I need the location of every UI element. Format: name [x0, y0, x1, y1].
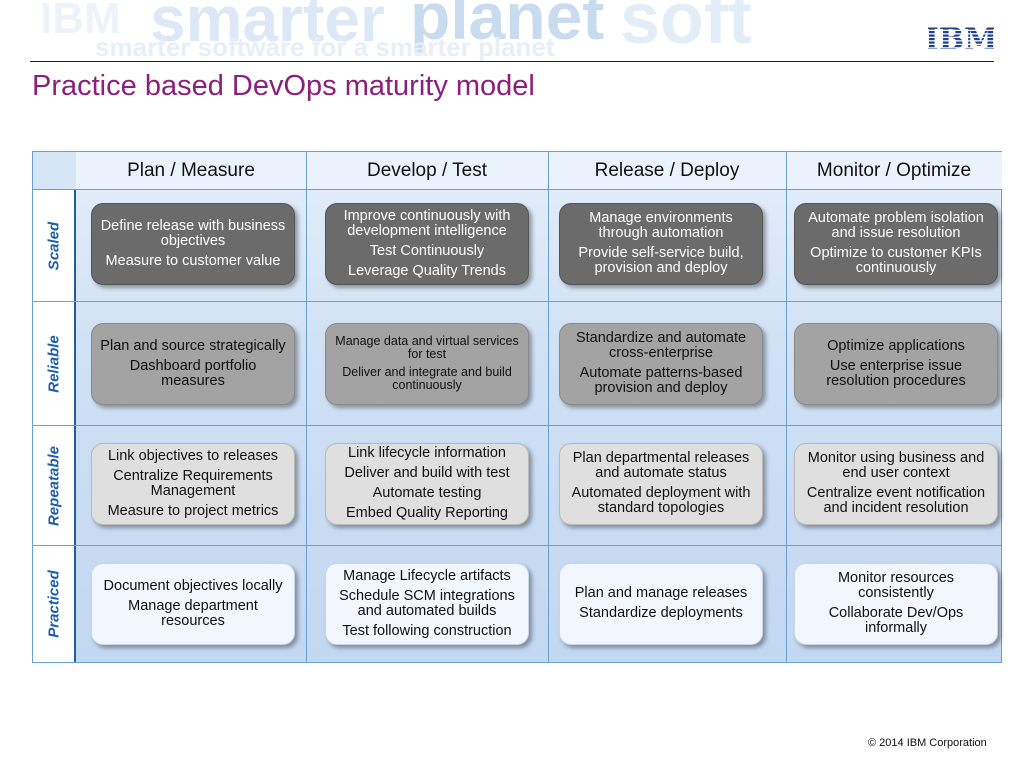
practice-item: Optimize to customer KPIs continuously	[810, 245, 982, 276]
row-label-repeatable: Repeatable	[33, 426, 76, 545]
practice-item: Collaborate Dev/Ops informally	[828, 605, 964, 636]
ibm-logo: IBM	[928, 24, 994, 52]
practice-item: Automate patterns-based provision and de…	[579, 365, 743, 396]
row-label-reliable: Reliable	[33, 302, 76, 425]
ibm-logo-text: IBM	[928, 24, 994, 52]
practice-item: Standardize and automate cross-enterpris…	[575, 330, 747, 361]
header-rule	[30, 61, 994, 62]
watermark-text: planet	[410, 0, 605, 53]
practice-box-reliable-release: Standardize and automate cross-enterpris…	[559, 323, 763, 405]
practice-item: Monitor resources consistently	[837, 570, 955, 601]
practice-item: Manage environments through automation	[589, 210, 733, 241]
practice-box-repeatable-release: Plan departmental releases and automate …	[559, 443, 763, 525]
practice-box-repeatable-develop: Link lifecycle information Deliver and b…	[325, 443, 529, 525]
practice-item: Automated deployment with standard topol…	[571, 485, 751, 516]
practice-item: Optimize applications	[827, 337, 965, 354]
practice-box-reliable-monitor: Optimize applications Use enterprise iss…	[794, 323, 998, 405]
row-label-scaled: Scaled	[33, 190, 76, 301]
practice-box-practiced-release: Plan and manage releases Standardize dep…	[559, 563, 763, 645]
practice-box-practiced-develop: Manage Lifecycle artifacts Schedule SCM …	[325, 563, 529, 645]
watermark-text: soft	[620, 0, 752, 59]
row-label-text: Repeatable	[45, 445, 62, 526]
practice-item: Centralize event notification and incide…	[806, 485, 986, 516]
row-label-text: Practiced	[45, 570, 62, 638]
watermark-text: IBM	[40, 0, 121, 43]
row-divider	[33, 425, 1001, 426]
practice-item: Provide self-service build, provision an…	[578, 245, 744, 276]
row-divider	[33, 545, 1001, 546]
page-title: Practice based DevOps maturity model	[32, 70, 535, 102]
column-divider	[786, 152, 787, 662]
practice-item: Monitor using business and end user cont…	[807, 450, 985, 481]
row-label-text: Reliable	[45, 334, 62, 393]
practice-box-practiced-plan: Document objectives locally Manage depar…	[91, 563, 295, 645]
practice-item: Measure to customer value	[105, 252, 281, 269]
practice-item: Dashboard portfolio measures	[129, 357, 257, 389]
practice-box-practiced-monitor: Monitor resources consistently Collabora…	[794, 563, 998, 645]
row-divider	[33, 189, 1001, 190]
watermark-tagline: smarter software for a smarter planet	[95, 32, 555, 62]
practice-box-scaled-release: Manage environments through automation P…	[559, 203, 763, 285]
watermark-text: smarter	[150, 0, 385, 55]
practice-item: Automate testing	[372, 485, 482, 501]
practice-item: Deliver and build with test	[344, 465, 510, 481]
practice-item: Manage Lifecycle artifacts	[343, 567, 511, 584]
practice-item: Use enterprise issue resolution procedur…	[826, 357, 966, 389]
copyright-text: © 2014 IBM Corporation	[868, 737, 987, 749]
row-label-text: Scaled	[45, 221, 62, 270]
grid-corner	[33, 152, 77, 189]
practice-box-reliable-plan: Plan and source strategically Dashboard …	[91, 323, 295, 405]
practice-box-scaled-plan: Define release with business objectives …	[91, 203, 295, 285]
column-header-develop-test: Develop / Test	[366, 160, 488, 181]
practice-item: Embed Quality Reporting	[346, 505, 508, 521]
column-header-monitor-optimize: Monitor / Optimize	[816, 160, 972, 181]
practice-item: Plan departmental releases and automate …	[572, 450, 750, 481]
column-divider	[548, 152, 549, 662]
practice-item: Plan and source strategically	[100, 337, 286, 354]
practice-item: Manage data and virtual services for tes…	[335, 334, 519, 361]
practice-box-repeatable-monitor: Monitor using business and end user cont…	[794, 443, 998, 525]
practice-item: Schedule SCM integrations and automated …	[339, 587, 515, 619]
practice-item: Link objectives to releases	[107, 447, 279, 464]
practice-item: Document objectives locally	[103, 577, 283, 594]
maturity-grid: Plan / Measure Develop / Test Release / …	[32, 151, 1002, 663]
practice-item: Manage department resources	[128, 597, 258, 629]
practice-item: Define release with business objectives	[100, 217, 286, 249]
practice-box-scaled-monitor: Automate problem isolation and issue res…	[794, 203, 998, 285]
practice-box-repeatable-plan: Link objectives to releases Centralize R…	[91, 443, 295, 525]
practice-item: Standardize deployments	[579, 605, 743, 621]
column-header-release-deploy: Release / Deploy	[594, 160, 740, 181]
practice-item: Leverage Quality Trends	[348, 262, 506, 279]
column-header-row	[76, 152, 1002, 189]
practice-item: Improve continuously with development in…	[343, 207, 511, 239]
column-header-plan-measure: Plan / Measure	[127, 160, 255, 181]
row-label-practiced: Practiced	[33, 546, 76, 662]
practice-item: Plan and manage releases	[574, 585, 748, 601]
practice-item: Measure to project metrics	[107, 502, 279, 519]
practice-box-reliable-develop: Manage data and virtual services for tes…	[325, 323, 529, 405]
column-divider	[306, 152, 307, 662]
practice-item: Test following construction	[342, 622, 512, 639]
row-divider	[33, 301, 1001, 302]
practice-item: Test Continuously	[369, 242, 485, 259]
header-banner: IBM smarter planet soft smarter software…	[0, 0, 1024, 62]
practice-item: Automate problem isolation and issue res…	[808, 210, 984, 241]
practice-item: Centralize Requirements Management	[113, 467, 273, 499]
practice-item: Link lifecycle information	[348, 445, 506, 461]
practice-box-scaled-develop: Improve continuously with development in…	[325, 203, 529, 285]
practice-item: Deliver and integrate and build continuo…	[342, 365, 512, 392]
